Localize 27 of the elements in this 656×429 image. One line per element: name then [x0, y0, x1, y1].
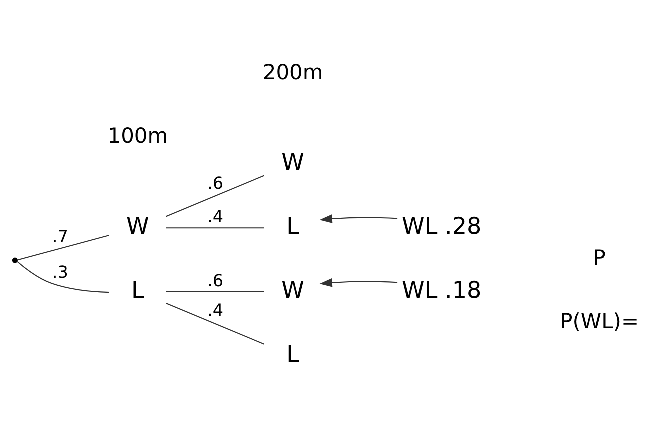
- label: 100m: [108, 124, 168, 148]
- label: P: [593, 245, 606, 270]
- connector: [17, 260, 110, 293]
- node-text: L: [286, 213, 300, 240]
- edge-label: .4: [208, 206, 224, 226]
- label: 200m: [262, 60, 324, 84]
- node-text: W: [126, 213, 150, 240]
- edge-label: .6: [208, 172, 224, 193]
- node-text: W: [282, 150, 304, 176]
- connector: [17, 234, 110, 260]
- node-text: WL .18: [402, 277, 482, 304]
- node-point: [12, 257, 18, 263]
- node-text: W: [282, 277, 304, 304]
- edge-label: .6: [208, 270, 224, 290]
- node-text: WL .28: [402, 213, 482, 240]
- edge-label: .4: [208, 299, 224, 320]
- connector: [166, 174, 265, 217]
- connector: [166, 227, 264, 228]
- connector: [166, 302, 265, 344]
- node-text: L: [132, 277, 144, 304]
- edge-label: .3: [52, 262, 68, 282]
- arrow: [320, 278, 398, 287]
- node-text: L: [286, 341, 300, 368]
- label: P(WL)=: [560, 309, 640, 334]
- edge-label: .7: [52, 226, 68, 246]
- arrow: [320, 214, 398, 223]
- connector: [166, 291, 264, 292]
